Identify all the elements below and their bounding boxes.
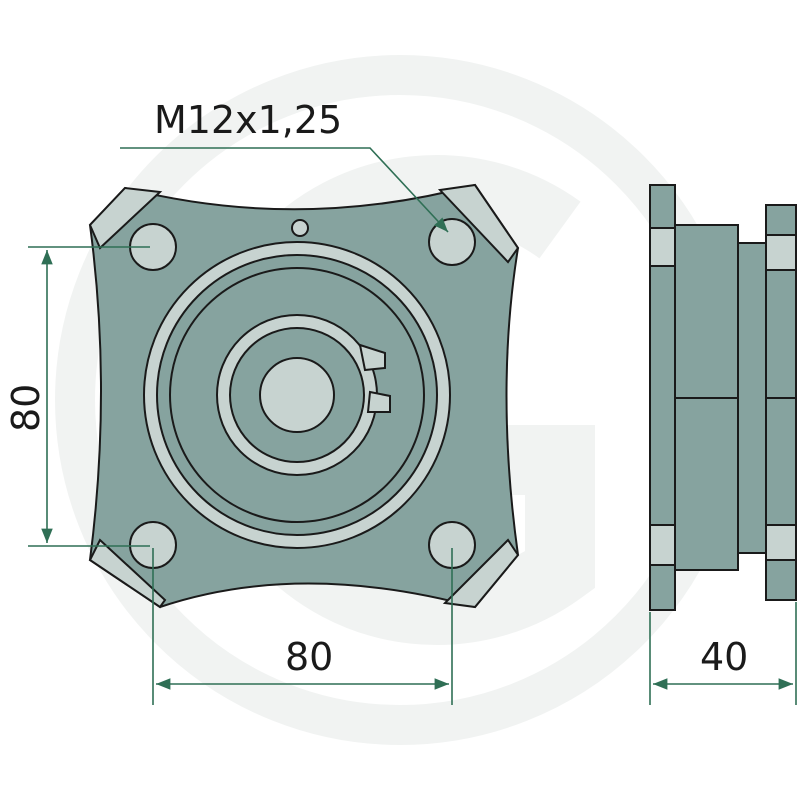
- thread-label: M12x1,25: [154, 98, 342, 142]
- horizontal-dimension-label: 80: [285, 635, 333, 679]
- corner-chamfer-bottom-right: [442, 538, 520, 609]
- locking-collar-tab-upper: [358, 343, 386, 372]
- side-hub-neck: [737, 242, 767, 554]
- side-band-right-top: [765, 234, 797, 271]
- side-band-right-bottom: [765, 524, 797, 561]
- bolt-hole-top-right: [428, 218, 476, 266]
- flange-front-view: [88, 183, 520, 609]
- side-dimension-label: 40: [700, 635, 748, 679]
- locking-collar-tab-lower: [366, 390, 391, 413]
- corner-chamfer-top-left: [88, 186, 163, 250]
- shaft-bore: [259, 357, 335, 433]
- thread-leader-line: [120, 147, 449, 233]
- dimension-lines: M12x1,25 80 80 40: [4, 98, 797, 705]
- grease-nipple: [291, 219, 309, 237]
- side-band-left-top: [649, 227, 676, 267]
- flange-side-view: [649, 184, 797, 611]
- corner-chamfer-top-right: [437, 183, 520, 264]
- vertical-dimension-label: 80: [4, 384, 48, 432]
- side-band-left-bottom: [649, 524, 676, 566]
